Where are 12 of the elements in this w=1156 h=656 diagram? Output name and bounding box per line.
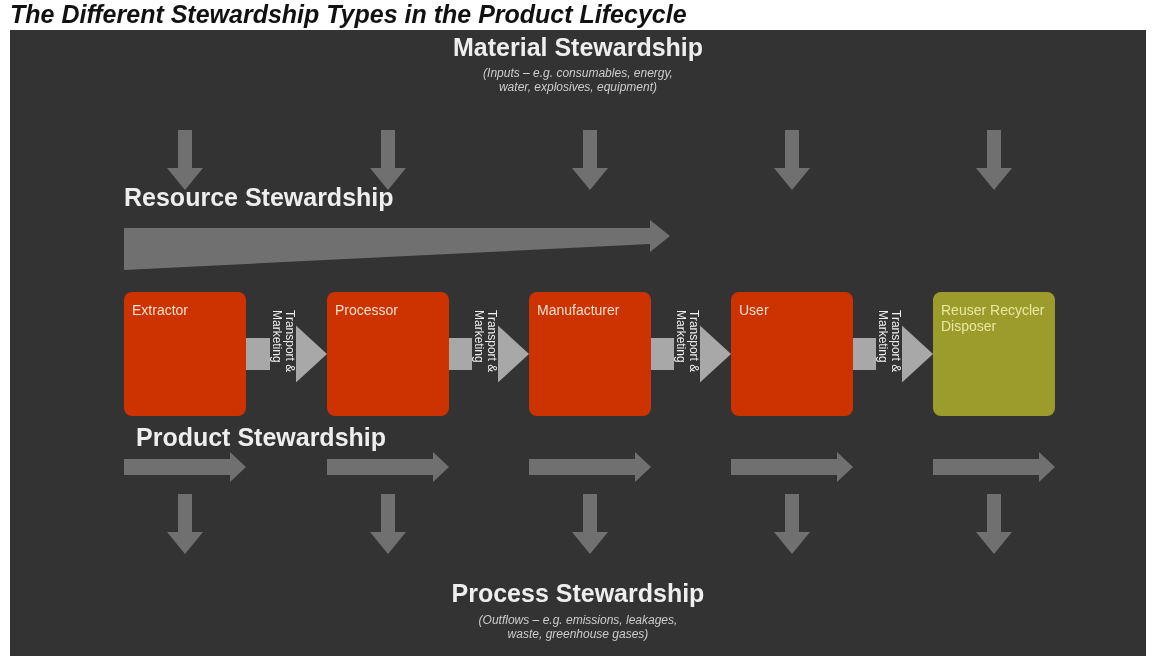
stage-box: Manufacturer [529, 292, 651, 416]
heading: Material Stewardship [453, 34, 704, 61]
stage-box: Reuser Recycler Disposer [933, 292, 1055, 416]
note: (Inputs – e.g. consumables, energy, water, explosives, equipment) [482, 66, 674, 94]
heading: Process Stewardship [451, 580, 705, 607]
heading: Product Stewardship [136, 424, 387, 451]
stage-box: User [731, 292, 853, 416]
note: (Outflows – e.g. emissions, leakages, waste, greenhouse gases) [477, 613, 679, 641]
stage-box: Extractor [124, 292, 246, 416]
heading: Resource Stewardship [124, 184, 394, 211]
title: The Different Stewardship Types in the Product Lifecycle [10, 0, 687, 28]
stage-box: Processor [327, 292, 449, 416]
